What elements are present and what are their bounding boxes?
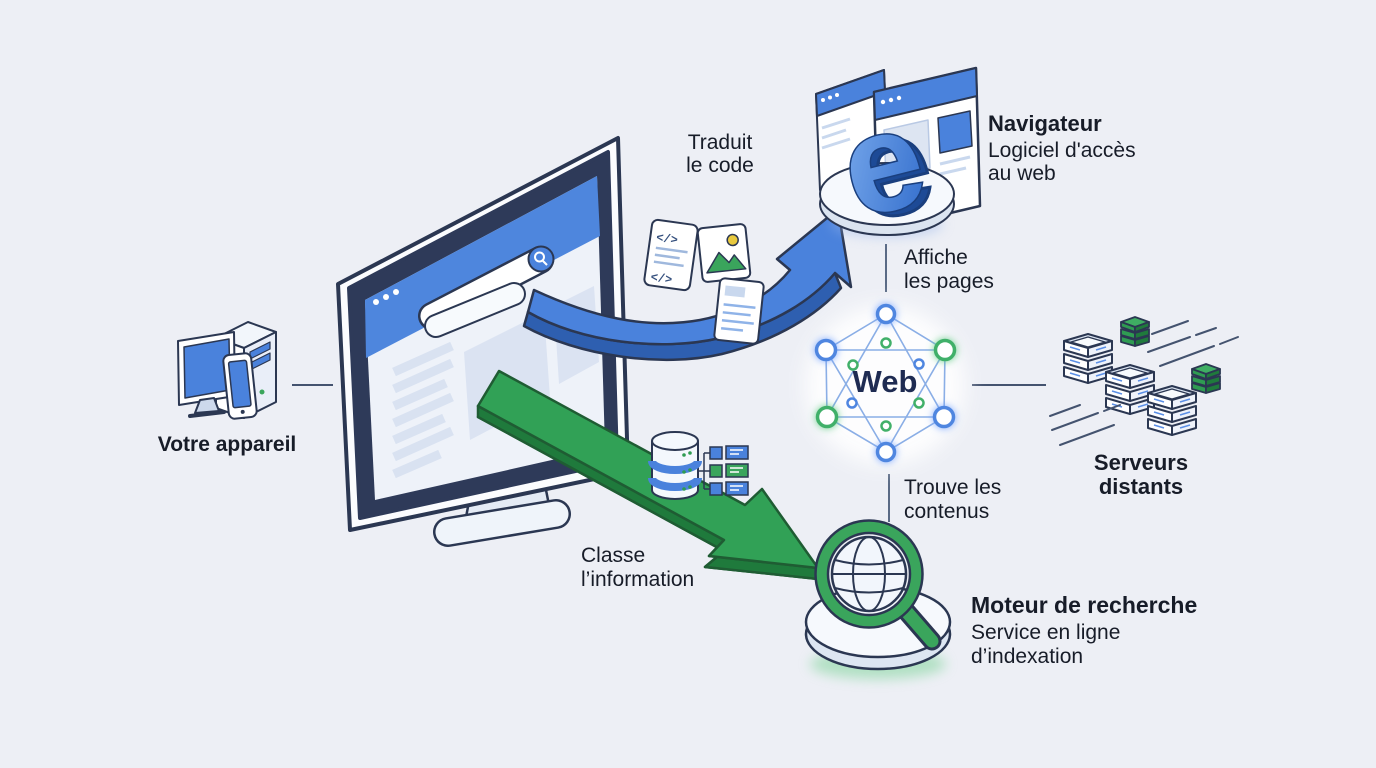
green-arrow-top — [476, 369, 820, 570]
search-engine-icon — [804, 519, 952, 679]
web-halo — [805, 305, 965, 465]
speed-lines — [1049, 320, 1239, 446]
web-label: Web — [852, 364, 918, 399]
database-icon — [648, 431, 702, 500]
blue-arrow — [522, 207, 853, 362]
blue-arrow-top — [526, 207, 853, 346]
browser-window-small — [815, 69, 889, 191]
search-icon — [534, 251, 548, 266]
navigateur-subtitle: Logiciel d'accès au web — [988, 139, 1136, 185]
svg-text:</>: </> — [650, 270, 673, 287]
device-label: Votre appareil — [157, 433, 297, 456]
web-network-icon — [805, 303, 965, 465]
trouve-les-contenus-label: Trouve les contenus — [904, 476, 1002, 523]
server-stack — [1063, 333, 1197, 436]
window-dot — [383, 294, 389, 300]
green-cube-icon — [1120, 316, 1221, 394]
servers-icon — [1049, 316, 1239, 446]
content-pill — [424, 282, 526, 338]
browser-pedestal — [819, 162, 955, 226]
affiche-les-pages-label: Affiche les pages — [904, 246, 994, 293]
navigateur-title: Navigateur — [988, 111, 1102, 136]
file-icons: </> </> — [643, 218, 765, 345]
web-nodes — [814, 303, 957, 463]
code-file-icon: </> </> — [643, 218, 699, 292]
browser-icon: e e — [815, 66, 982, 253]
text-file-icon — [713, 277, 765, 345]
monitor-stand-base — [435, 501, 569, 545]
magnifier-ring — [816, 521, 922, 627]
index-blocks-icon — [698, 445, 749, 496]
traduit-le-code-label: Traduit le code — [686, 131, 754, 177]
serveurs-distants-label: Serveurs distants — [1093, 450, 1189, 499]
moteur-subtitle: Service en ligne d’indexation — [971, 621, 1121, 668]
svg-text:</>: </> — [655, 231, 678, 248]
magnifier-globe-icon — [814, 519, 942, 651]
device-icons — [177, 321, 277, 420]
search-pill — [418, 245, 555, 330]
window-dot — [393, 289, 399, 295]
page-content-blocks — [392, 341, 454, 479]
window-dot — [373, 299, 379, 305]
image-file-icon — [696, 223, 752, 283]
moteur-title: Moteur de recherche — [971, 592, 1198, 618]
phone-icon — [222, 352, 258, 420]
classe-information-label: Classe l’information — [581, 544, 695, 591]
